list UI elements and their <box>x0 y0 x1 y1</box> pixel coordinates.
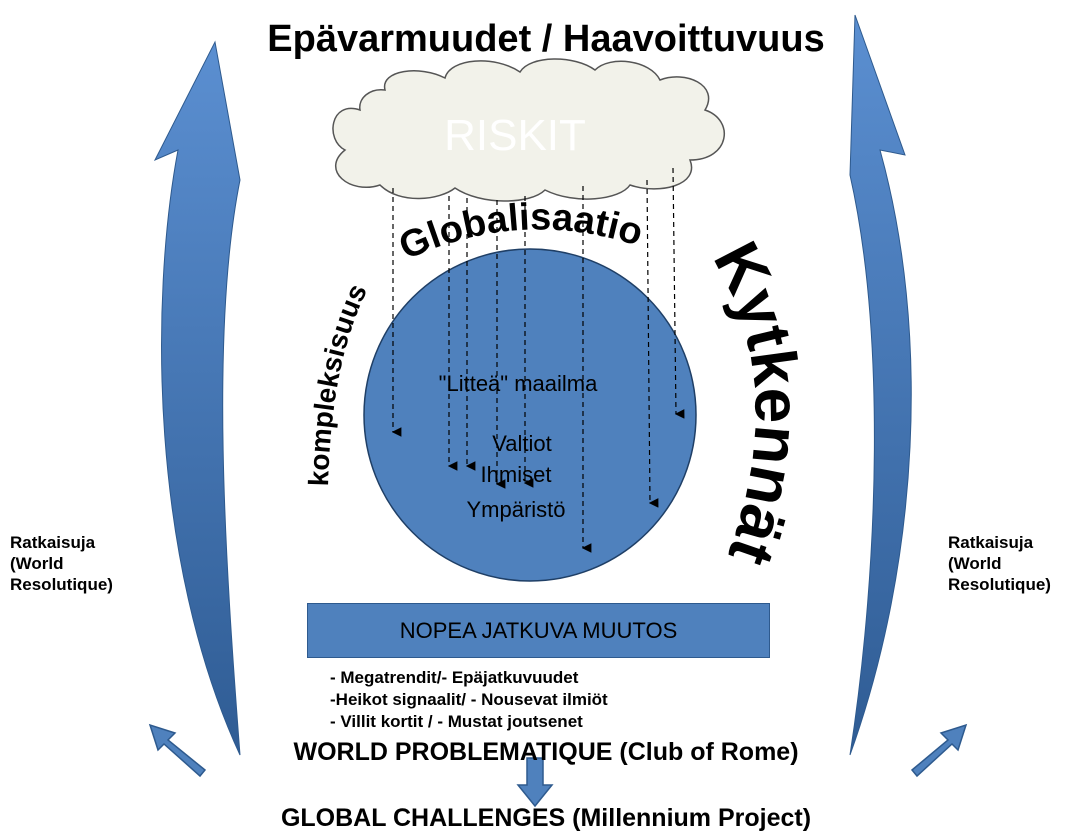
globe-item-ihmiset: Ihmiset <box>481 462 552 487</box>
left-solutions-label: Ratkaisuja (World Resolutique) <box>10 532 113 595</box>
trend-list: - Megatrendit/- Epäjatkuvuudet -Heikot s… <box>330 667 750 733</box>
list-item: -Heikot signaalit/ - Nousevat ilmiöt <box>330 689 750 711</box>
right-solutions-label: Ratkaisuja (World Resolutique) <box>948 532 1051 595</box>
world-problematique-paren: (Club of Rome) <box>619 738 798 766</box>
list-item: - Villit kortit / - Mustat joutsenet <box>330 711 750 733</box>
page-title: Epävarmuudet / Haavoittuvuus <box>0 18 1092 61</box>
arc-kompleksisuus: kompleksisuus <box>303 279 373 487</box>
left-label-line: Resolutique) <box>10 574 113 595</box>
list-item: - Megatrendit/- Epäjatkuvuudet <box>330 667 750 689</box>
world-problematique-main: WORLD PROBLEMATIQUE <box>293 738 612 766</box>
right-label-line: Resolutique) <box>948 574 1051 595</box>
left-label-line: Ratkaisuja <box>10 532 113 553</box>
right-label-line: Ratkaisuja <box>948 532 1051 553</box>
arc-kytkennat: Kytkennät <box>700 230 814 574</box>
world-problematique: WORLD PROBLEMATIQUE (Club of Rome) <box>0 738 1092 767</box>
globe-heading: "Litteä" maailma <box>439 371 598 396</box>
cloud-label: RISKIT <box>444 111 586 160</box>
right-curved-arrow <box>850 15 911 755</box>
change-band: NOPEA JATKUVA MUUTOS <box>307 603 770 658</box>
globe-item-valtiot: Valtiot <box>492 431 552 456</box>
globe <box>364 249 696 581</box>
left-label-line: (World <box>10 553 113 574</box>
left-curved-arrow <box>155 42 240 755</box>
right-label-line: (World <box>948 553 1051 574</box>
global-challenges: GLOBAL CHALLENGES (Millennium Project) <box>0 804 1092 833</box>
globe-item-ymparisto: Ympäristö <box>466 497 565 522</box>
